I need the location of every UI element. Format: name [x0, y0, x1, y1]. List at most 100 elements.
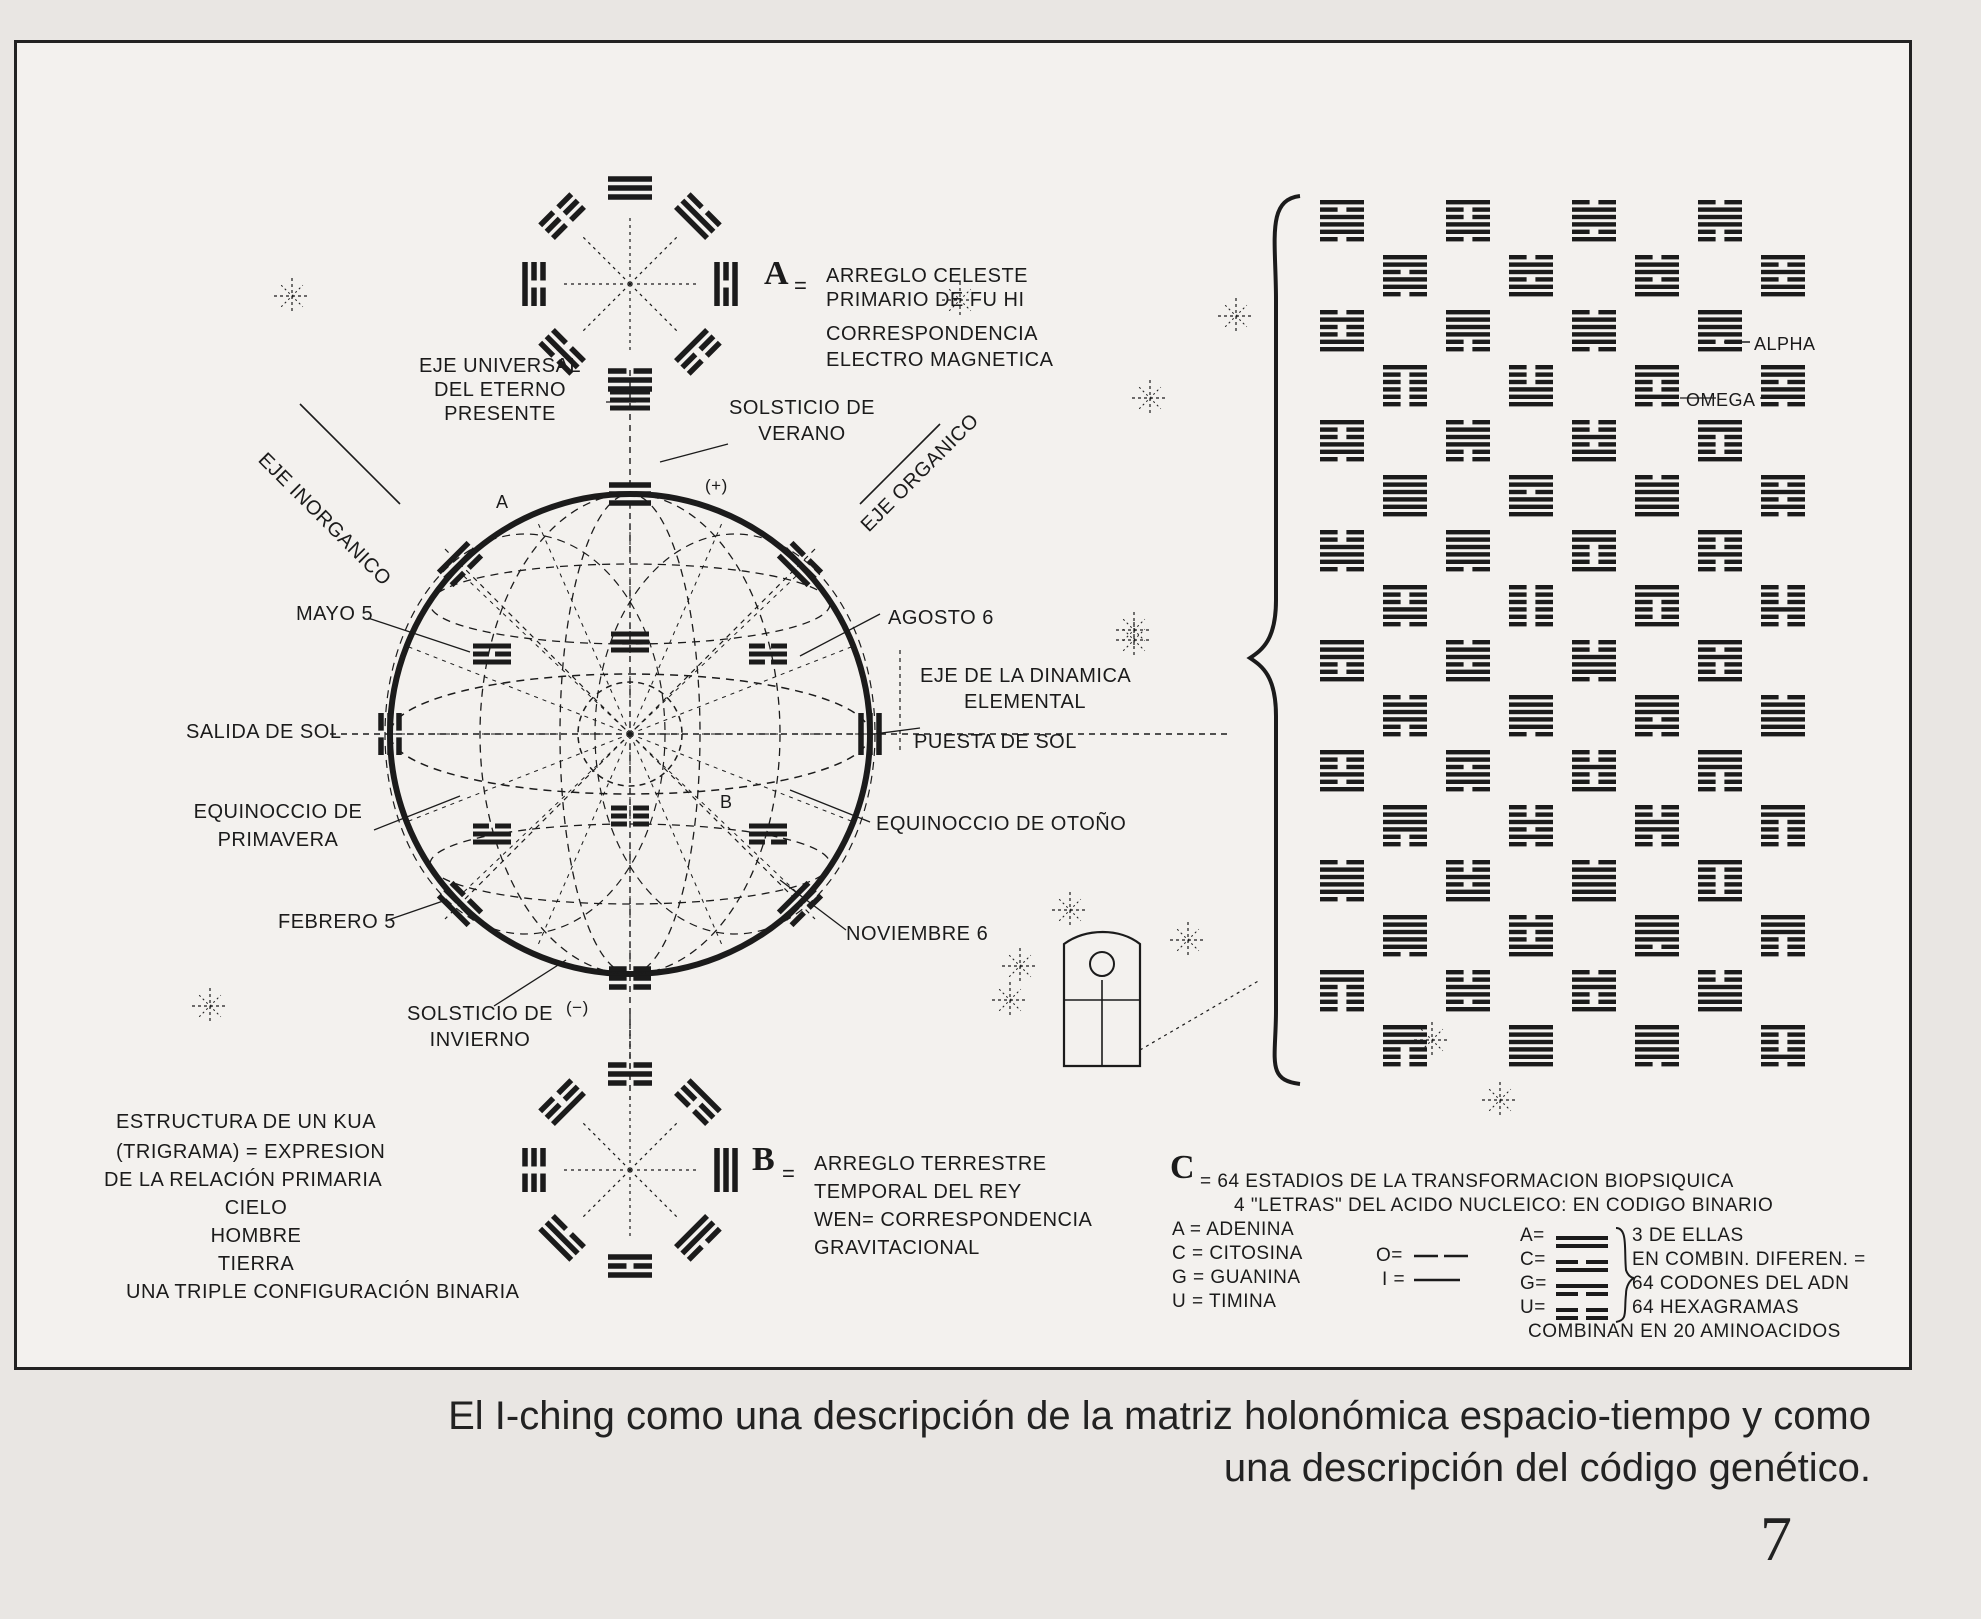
hexagram-grid-cell	[1761, 365, 1805, 407]
wheel-a-trigram	[674, 328, 722, 376]
hexagram-line-broken	[1346, 1007, 1364, 1012]
hexagram-line-broken	[1409, 622, 1427, 627]
hexagram-line-broken	[1346, 537, 1364, 542]
hexagram-line-broken	[1409, 952, 1427, 957]
diagram-a-title-2: PRIMARIO DE FU HI	[826, 289, 1025, 311]
diagram-c-footer: COMBINAN EN 20 AMINOACIDOS	[1528, 1321, 1841, 1342]
hexagram-line-solid	[1446, 310, 1490, 315]
label-eje-universal-3: PRESENTE	[444, 403, 556, 425]
hexagram-line-broken	[1446, 970, 1464, 975]
trigram-line-broken	[522, 1148, 528, 1167]
trigram-line-solid	[610, 389, 650, 395]
hexagram-line-solid	[1635, 585, 1679, 590]
hexagram-line-solid	[1698, 332, 1742, 337]
hexagram-line-broken	[1698, 669, 1716, 674]
hexagram-line-broken	[1698, 772, 1716, 777]
trigram-line-solid	[686, 1078, 722, 1114]
hexagram-line-broken	[1635, 475, 1653, 480]
wheel-a-trigram	[608, 368, 652, 392]
hexagram-line-solid	[1446, 654, 1490, 660]
hexagram-grid-cell	[1572, 860, 1616, 902]
hexagram-line-solid	[1761, 394, 1805, 399]
inner-trigram	[611, 631, 649, 653]
hexagram-line-broken	[1409, 599, 1427, 605]
trigram-line-broken	[800, 887, 817, 904]
trigram-line-broken	[556, 1078, 574, 1096]
hexagram-line-solid	[1320, 552, 1364, 557]
hexagram-line-solid	[1761, 1025, 1805, 1030]
hexagram-grid-cell	[1446, 860, 1490, 902]
wheel-a-trigram	[538, 328, 586, 376]
wheel-a-trigram	[608, 176, 652, 200]
hexagram-line-broken	[1724, 970, 1742, 975]
hexagram-line-broken	[1635, 842, 1653, 847]
label-plus: (+)	[705, 476, 728, 495]
hexagram-line-solid	[1383, 365, 1427, 370]
hexagram-line-broken	[1383, 292, 1401, 297]
figure-caption-line-2: una descripción del código genético.	[1223, 1446, 1871, 1490]
hexagram-line-solid	[1320, 559, 1364, 564]
hexagram-line-solid	[1698, 347, 1742, 352]
hexagram-line-solid	[1509, 1062, 1553, 1067]
hexagram-line-solid	[1572, 222, 1616, 227]
hexagram-line-broken	[1787, 842, 1805, 847]
hexagram-line-broken	[1446, 339, 1464, 344]
diagram-a-equals: =	[794, 273, 808, 298]
hexagram-line-broken	[1761, 1039, 1779, 1045]
hexagram-line-solid	[1509, 834, 1553, 839]
hexagram-line-broken	[1509, 592, 1527, 597]
hexagram-line-broken	[1572, 559, 1590, 564]
hexagram-line-broken	[1472, 970, 1490, 975]
label-solsticio-invierno-1: SOLSTICIO DE	[406, 1003, 554, 1025]
hexagram-grid-cell	[1383, 365, 1427, 407]
hexagram-line-broken	[1598, 647, 1616, 652]
hexagram-line-broken	[1535, 937, 1553, 942]
hexagram-line-broken	[1761, 1032, 1779, 1037]
hexagram-line-solid	[1383, 512, 1427, 517]
hexagram-line-solid	[1446, 874, 1490, 880]
wheel-a-spoke	[629, 283, 680, 334]
hexagram-line-solid	[1446, 772, 1490, 777]
hexagram-line-broken	[1598, 559, 1616, 564]
hexagram-line-broken	[1724, 434, 1742, 440]
label-omega: OMEGA	[1686, 390, 1756, 410]
trigram-line-broken	[749, 643, 765, 649]
hexagram-line-solid	[1761, 717, 1805, 722]
hexagram-line-broken	[1446, 882, 1464, 887]
trigram-line-broken	[608, 1080, 627, 1086]
hexagram-line-broken	[1446, 662, 1464, 667]
hexagram-line-solid	[1320, 200, 1364, 205]
hexagram-line-broken	[1661, 599, 1679, 605]
hexagram-line-solid	[1320, 977, 1364, 982]
trigram-line-broken	[633, 984, 651, 990]
hexagram-line-solid	[1509, 292, 1553, 297]
hexagram-line-solid	[1698, 427, 1742, 432]
eje-organico-line	[859, 423, 941, 505]
circle-trigram	[436, 540, 484, 588]
hexagram-line-solid	[1698, 214, 1742, 220]
hexagram-line-broken	[1320, 999, 1338, 1004]
code-bar-broken	[1586, 1292, 1608, 1296]
hexagram-line-broken	[1761, 512, 1779, 517]
circle-trigram	[776, 540, 824, 588]
hexagram-line-solid	[1320, 750, 1364, 755]
trigram-line-broken	[378, 737, 384, 755]
hexagram-line-broken	[1787, 482, 1805, 487]
hexagram-line-broken	[1383, 269, 1401, 275]
trigram-line-solid	[387, 713, 393, 755]
trigram-line-broken	[531, 287, 537, 306]
hexagram-line-solid	[1446, 317, 1490, 322]
trigram-line-broken	[749, 659, 765, 665]
hexagram-line-broken	[1572, 200, 1590, 205]
hexagram-line-broken	[1409, 1047, 1427, 1052]
trigram-line-broken	[771, 839, 787, 845]
hexagram-line-broken	[1661, 944, 1679, 949]
hexagram-line-broken	[1761, 599, 1779, 605]
code-bar-broken	[1556, 1308, 1578, 1312]
label-puesta-sol: PUESTA DE SOL	[914, 731, 1077, 753]
hexagram-line-broken	[1320, 332, 1338, 337]
hexagram-line-broken	[1446, 787, 1464, 792]
hexagram-line-solid	[1761, 709, 1805, 715]
hexagram-line-solid	[1635, 724, 1679, 729]
hexagram-line-solid	[1698, 764, 1742, 770]
